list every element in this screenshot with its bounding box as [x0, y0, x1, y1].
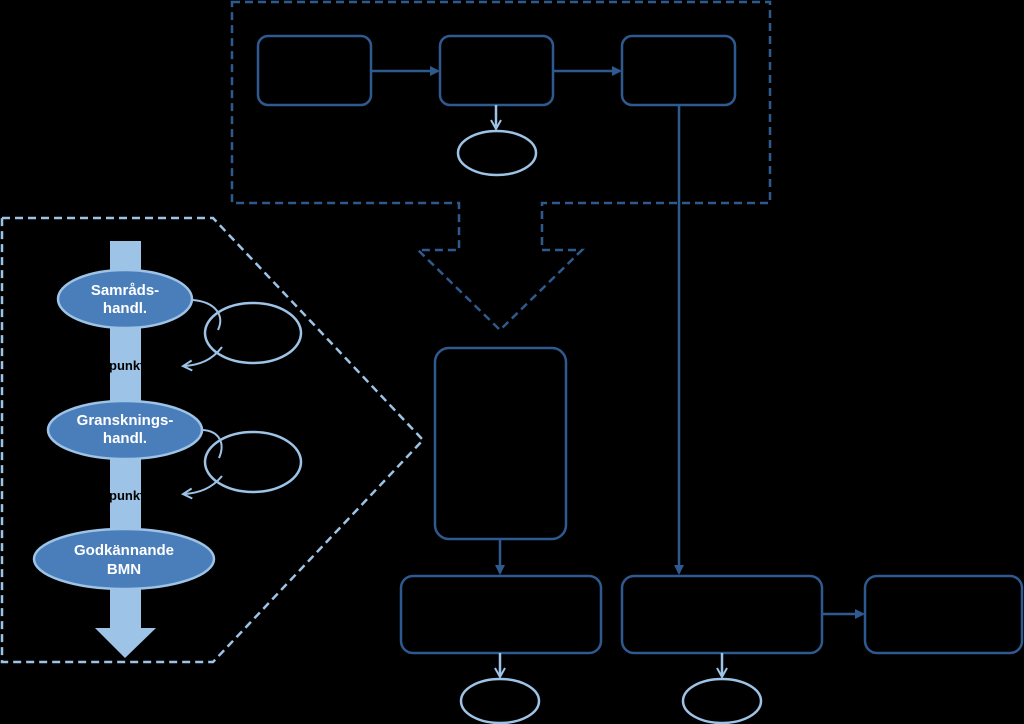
left-dashed-container — [0, 216, 425, 664]
bottom-box-1 — [399, 574, 603, 655]
top-ellipse — [456, 129, 538, 177]
bottom-box-2 — [620, 574, 824, 655]
loop-arrow-2 — [202, 429, 223, 459]
bottom-ellipse-1 — [459, 677, 541, 724]
side-ellipse-2 — [203, 430, 303, 494]
side-ellipse-1 — [203, 301, 303, 365]
top-box-3 — [620, 34, 737, 107]
stage-1-label-line2: handl. — [103, 300, 147, 317]
timeline-arrowhead — [95, 628, 156, 658]
loop-arrow-1 — [192, 299, 222, 331]
top-box-1 — [256, 34, 373, 107]
checkpoint-label-1: punkt — [109, 358, 145, 373]
top-box-2 — [438, 34, 555, 107]
top-dashed-container — [230, 0, 772, 332]
stage-2-label-line1: Gransknings- — [77, 412, 174, 429]
stage-pill-2: Gransknings- handl. — [46, 399, 204, 461]
return-arrow-1 — [184, 346, 223, 366]
stage-1-label-line1: Samråds- — [91, 282, 159, 299]
checkpoint-label-2: punkt — [109, 488, 145, 503]
stage-pill-1: Samråds- handl. — [56, 268, 194, 330]
stage-pill-3: Godkännande BMN — [32, 527, 216, 591]
bottom-box-3 — [863, 574, 1024, 655]
stage-2-label-line2: handl. — [103, 430, 147, 447]
stage-3-label-line2: BMN — [107, 561, 141, 578]
middle-tall-box — [433, 346, 568, 541]
bottom-ellipse-2 — [681, 677, 763, 724]
return-arrow-2 — [184, 475, 223, 494]
stage-3-label-line1: Godkännande — [74, 542, 174, 559]
